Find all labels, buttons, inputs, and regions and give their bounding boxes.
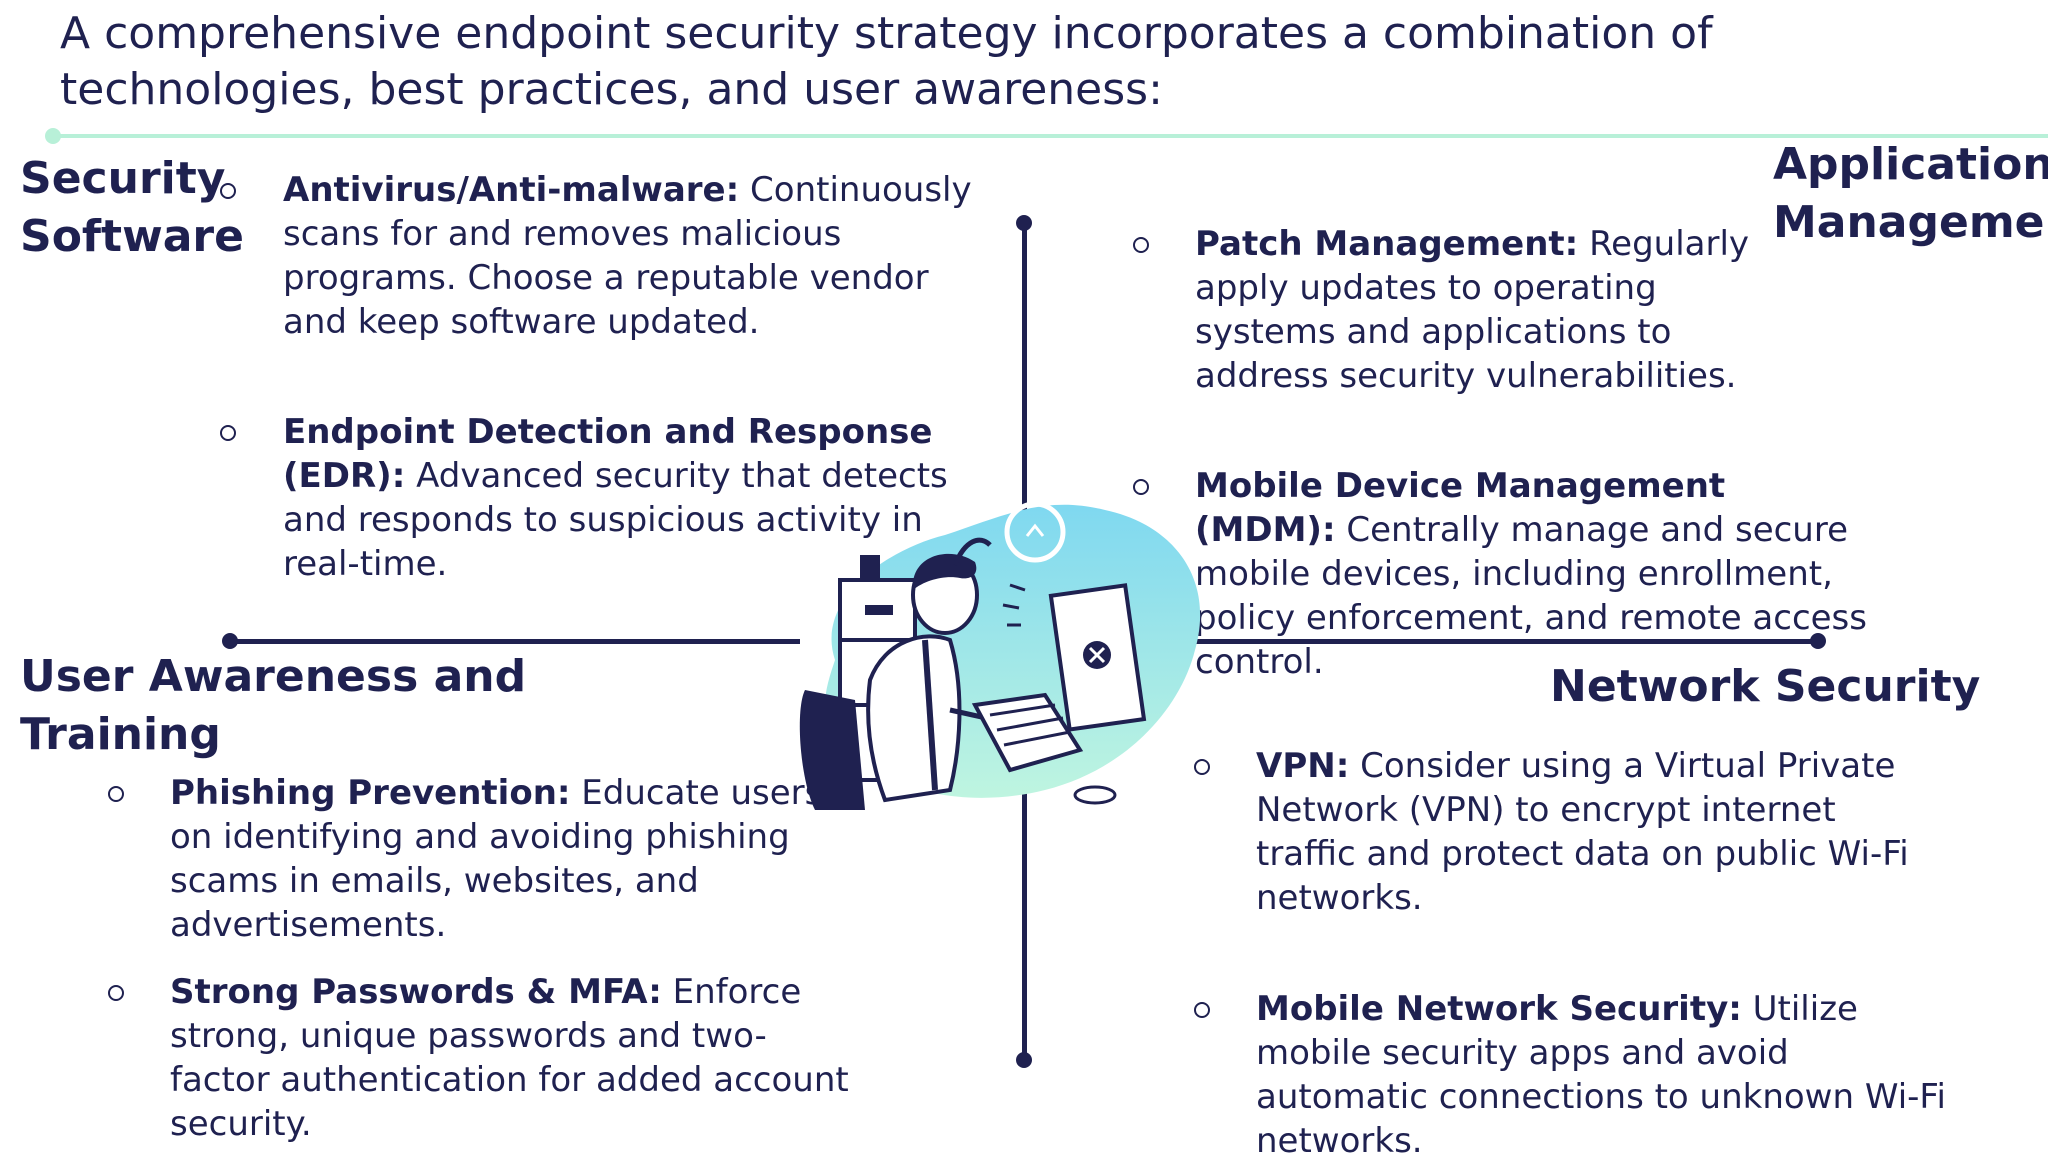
item-text: VPN: Consider using a Virtual Private Ne… (1256, 744, 1916, 920)
item-description: Regularly apply updates to operating sys… (1195, 224, 1750, 396)
item-description: Educate users on identifying and avoidin… (170, 773, 823, 945)
bullet-circle-icon (1133, 479, 1149, 495)
item-term: Antivirus/Anti-malware: (283, 170, 740, 210)
network-security-title: Network Security (1550, 661, 1981, 712)
list-item: Antivirus/Anti-malware: Continuously sca… (220, 168, 973, 344)
item-description: Enforce strong, unique passwords and two… (170, 972, 849, 1144)
item-text: Antivirus/Anti-malware: Continuously sca… (283, 168, 973, 344)
item-term: Mobile Device Management (MDM): (1195, 466, 1726, 550)
list-item: Strong Passwords & MFA: Enforce strong, … (108, 970, 850, 1146)
item-description: Continuously scans for and removes malic… (283, 170, 972, 342)
item-term: Patch Management: (1195, 224, 1579, 264)
item-text: Mobile Device Management (MDM): Centrall… (1195, 464, 1875, 684)
item-text: Phishing Prevention: Educate users on id… (170, 771, 830, 947)
person-figure (866, 537, 1022, 803)
bullet-circle-icon (1194, 1002, 1210, 1018)
list-item: VPN: Consider using a Virtual Private Ne… (1194, 744, 1916, 920)
item-term: Phishing Prevention: (170, 773, 571, 813)
item-term: VPN: (1256, 746, 1350, 786)
application-management-title-line2: Managemen (1773, 197, 2048, 248)
application-management-title: Application Managemen (1773, 136, 2048, 252)
item-description: Utilize mobile security apps and avoid a… (1256, 989, 1946, 1161)
item-text: Endpoint Detection and Response (EDR): A… (283, 410, 983, 586)
user-awareness-title: User Awareness and Training (20, 648, 526, 764)
list-item: Endpoint Detection and Response (EDR): A… (220, 410, 983, 586)
vertical-divider-bottom-dot (1016, 1052, 1032, 1068)
list-item: Mobile Network Security: Utilize mobile … (1194, 987, 1956, 1163)
bullet-circle-icon (1194, 759, 1210, 775)
item-term: Mobile Network Security: (1256, 989, 1742, 1029)
security-software-title-line1: Security (20, 153, 226, 204)
item-term: Strong Passwords & MFA: (170, 972, 662, 1012)
bullet-circle-icon (220, 183, 236, 199)
horizontal-divider-left-dot (222, 633, 238, 649)
item-description: Consider using a Virtual Private Network… (1256, 746, 1909, 918)
bullet-circle-icon (220, 425, 236, 441)
item-text: Strong Passwords & MFA: Enforce strong, … (170, 970, 850, 1146)
user-awareness-title-line2: Training (20, 709, 221, 760)
office-chair-icon (799, 690, 865, 810)
keyboard-icon (971, 692, 1084, 773)
intro-text: A comprehensive endpoint security strate… (60, 8, 1713, 115)
list-item: Patch Management: Regularly apply update… (1133, 222, 1795, 398)
bullet-circle-icon (108, 985, 124, 1001)
accent-divider (52, 134, 2048, 138)
user-awareness-title-line1: User Awareness and (20, 651, 527, 702)
security-software-title: Security Software (20, 150, 244, 266)
item-term: Endpoint Detection and Response (EDR): (283, 412, 933, 496)
frustrated-user-at-computer-illustration (799, 501, 1201, 810)
clock-icon (1004, 501, 1066, 563)
horizontal-divider-right-dot (1810, 633, 1826, 649)
computer-monitor-icon (1048, 583, 1147, 732)
list-item: Phishing Prevention: Educate users on id… (108, 771, 830, 947)
item-text: Mobile Network Security: Utilize mobile … (1256, 987, 1956, 1163)
bullet-circle-icon (108, 786, 124, 802)
item-text: Patch Management: Regularly apply update… (1195, 222, 1795, 398)
security-software-title-line2: Software (20, 211, 244, 262)
accent-divider-dot (45, 128, 61, 144)
horizontal-divider-left (230, 639, 800, 644)
item-description: Advanced security that detects and respo… (283, 456, 948, 584)
list-item: Mobile Device Management (MDM): Centrall… (1133, 464, 1875, 684)
vertical-divider-top-dot (1016, 215, 1032, 231)
item-description: Centrally manage and secure mobile devic… (1195, 510, 1867, 682)
application-management-title-line1: Application (1773, 139, 2048, 190)
bullet-circle-icon (1133, 237, 1149, 253)
horizontal-divider-right (1160, 639, 1820, 644)
computer-mouse-icon (1073, 785, 1117, 805)
